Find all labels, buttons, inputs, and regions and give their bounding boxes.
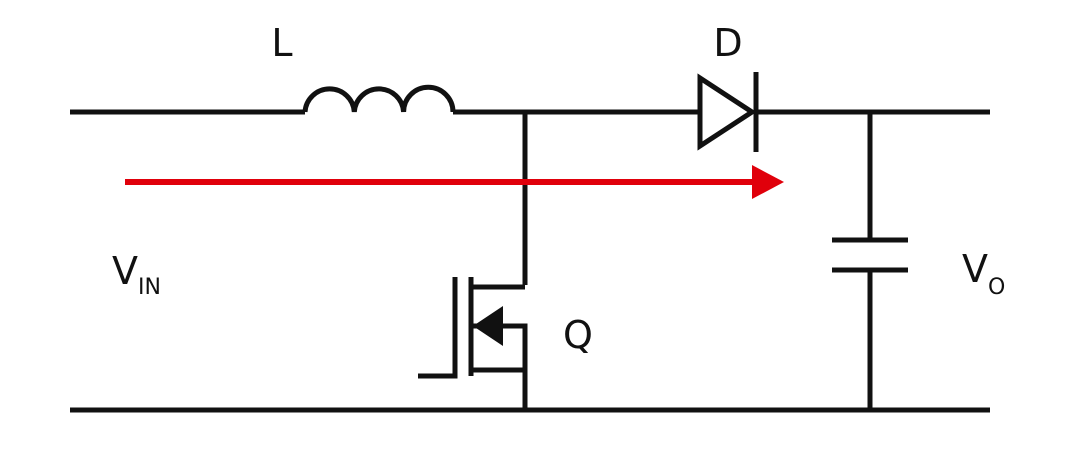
mosfet-symbol (418, 277, 528, 379)
switch-label: Q (563, 313, 593, 357)
input-voltage-sub: IN (138, 275, 161, 300)
current-flow-arrow (125, 165, 784, 199)
capacitor-symbol (832, 237, 908, 273)
input-voltage-main: V (112, 249, 138, 293)
circuit-wires (70, 109, 990, 413)
mosfet-gate-lead (418, 277, 458, 379)
mosfet-arrow-icon (473, 306, 503, 346)
input-voltage-label: VIN (112, 249, 161, 300)
output-voltage-main: V (962, 247, 988, 291)
output-voltage-label: VO (962, 247, 1005, 300)
diode-symbol (697, 72, 759, 152)
output-voltage-sub: O (988, 275, 1005, 300)
inductor-coil-symbol (302, 84, 456, 113)
diode-label: D (713, 21, 742, 65)
diode-triangle (697, 73, 757, 151)
current-arrow-head-icon (752, 165, 784, 199)
inductor-label: L (271, 21, 292, 65)
